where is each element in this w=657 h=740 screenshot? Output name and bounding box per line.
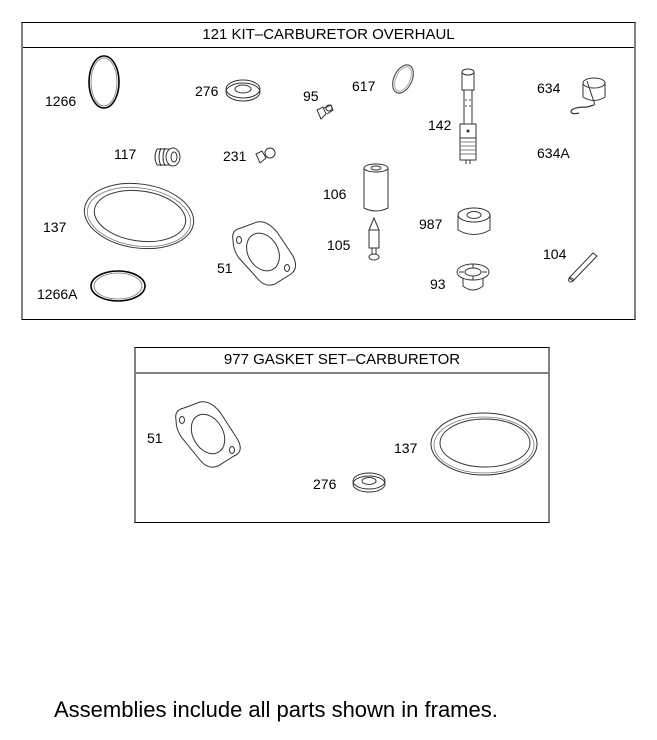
pin-104-icon[interactable] (566, 250, 600, 284)
part-label-106[interactable]: 106 (323, 186, 347, 202)
kit-frame-title: 121 KIT–CARBURETOR OVERHAUL (23, 23, 634, 48)
washer-276-icon[interactable] (351, 471, 389, 495)
kit-frame: 121 KIT–CARBURETOR OVERHAUL (21, 22, 636, 320)
o-ring-1266-icon[interactable] (87, 55, 123, 111)
screw-231-icon[interactable] (254, 146, 278, 166)
washer-276-icon[interactable] (224, 78, 264, 102)
part-label-1266[interactable]: 1266 (45, 93, 77, 109)
seal-ring-987-icon[interactable] (456, 207, 492, 239)
screw-95-icon[interactable] (315, 104, 335, 122)
seat-93-icon[interactable] (455, 262, 491, 296)
part-label-142[interactable]: 142 (428, 117, 452, 133)
flange-gasket-51-icon[interactable] (172, 400, 244, 472)
spring-clip-634-icon[interactable] (565, 77, 613, 115)
part-label-93[interactable]: 93 (430, 276, 446, 292)
gasket-part-label-137[interactable]: 137 (394, 440, 418, 456)
gasket-set-frame-title: 977 GASKET SET–CARBURETOR (136, 348, 548, 374)
part-label-104[interactable]: 104 (543, 246, 567, 262)
part-label-987[interactable]: 987 (419, 216, 443, 232)
part-label-231[interactable]: 231 (223, 148, 247, 164)
float-cylinder-106-icon[interactable] (362, 163, 390, 215)
bowl-gasket-137-icon[interactable] (430, 411, 540, 477)
part-label-634[interactable]: 634 (537, 80, 561, 96)
o-ring-617-icon[interactable] (389, 62, 417, 98)
gasket-part-label-51[interactable]: 51 (147, 430, 163, 446)
part-label-105[interactable]: 105 (327, 237, 351, 253)
part-label-276[interactable]: 276 (195, 83, 219, 99)
bowl-gasket-137-icon[interactable] (82, 183, 198, 253)
jet-tube-142-icon[interactable] (455, 68, 481, 164)
needle-valve-105-icon[interactable] (364, 218, 384, 262)
assemblies-footnote: Assemblies include all parts shown in fr… (54, 697, 498, 722)
part-label-1266A[interactable]: 1266A (37, 286, 78, 302)
part-label-117[interactable]: 117 (114, 146, 137, 162)
part-label-137[interactable]: 137 (43, 219, 67, 235)
part-label-95[interactable]: 95 (303, 88, 319, 104)
o-ring-1266A-icon[interactable] (89, 269, 147, 305)
flange-gasket-51-icon[interactable] (229, 220, 299, 290)
part-label-634A[interactable]: 634A (537, 145, 570, 161)
gasket-part-label-276[interactable]: 276 (313, 476, 337, 492)
part-label-617[interactable]: 617 (352, 78, 376, 94)
part-label-51[interactable]: 51 (217, 260, 233, 276)
fitting-117-icon[interactable] (153, 145, 183, 169)
